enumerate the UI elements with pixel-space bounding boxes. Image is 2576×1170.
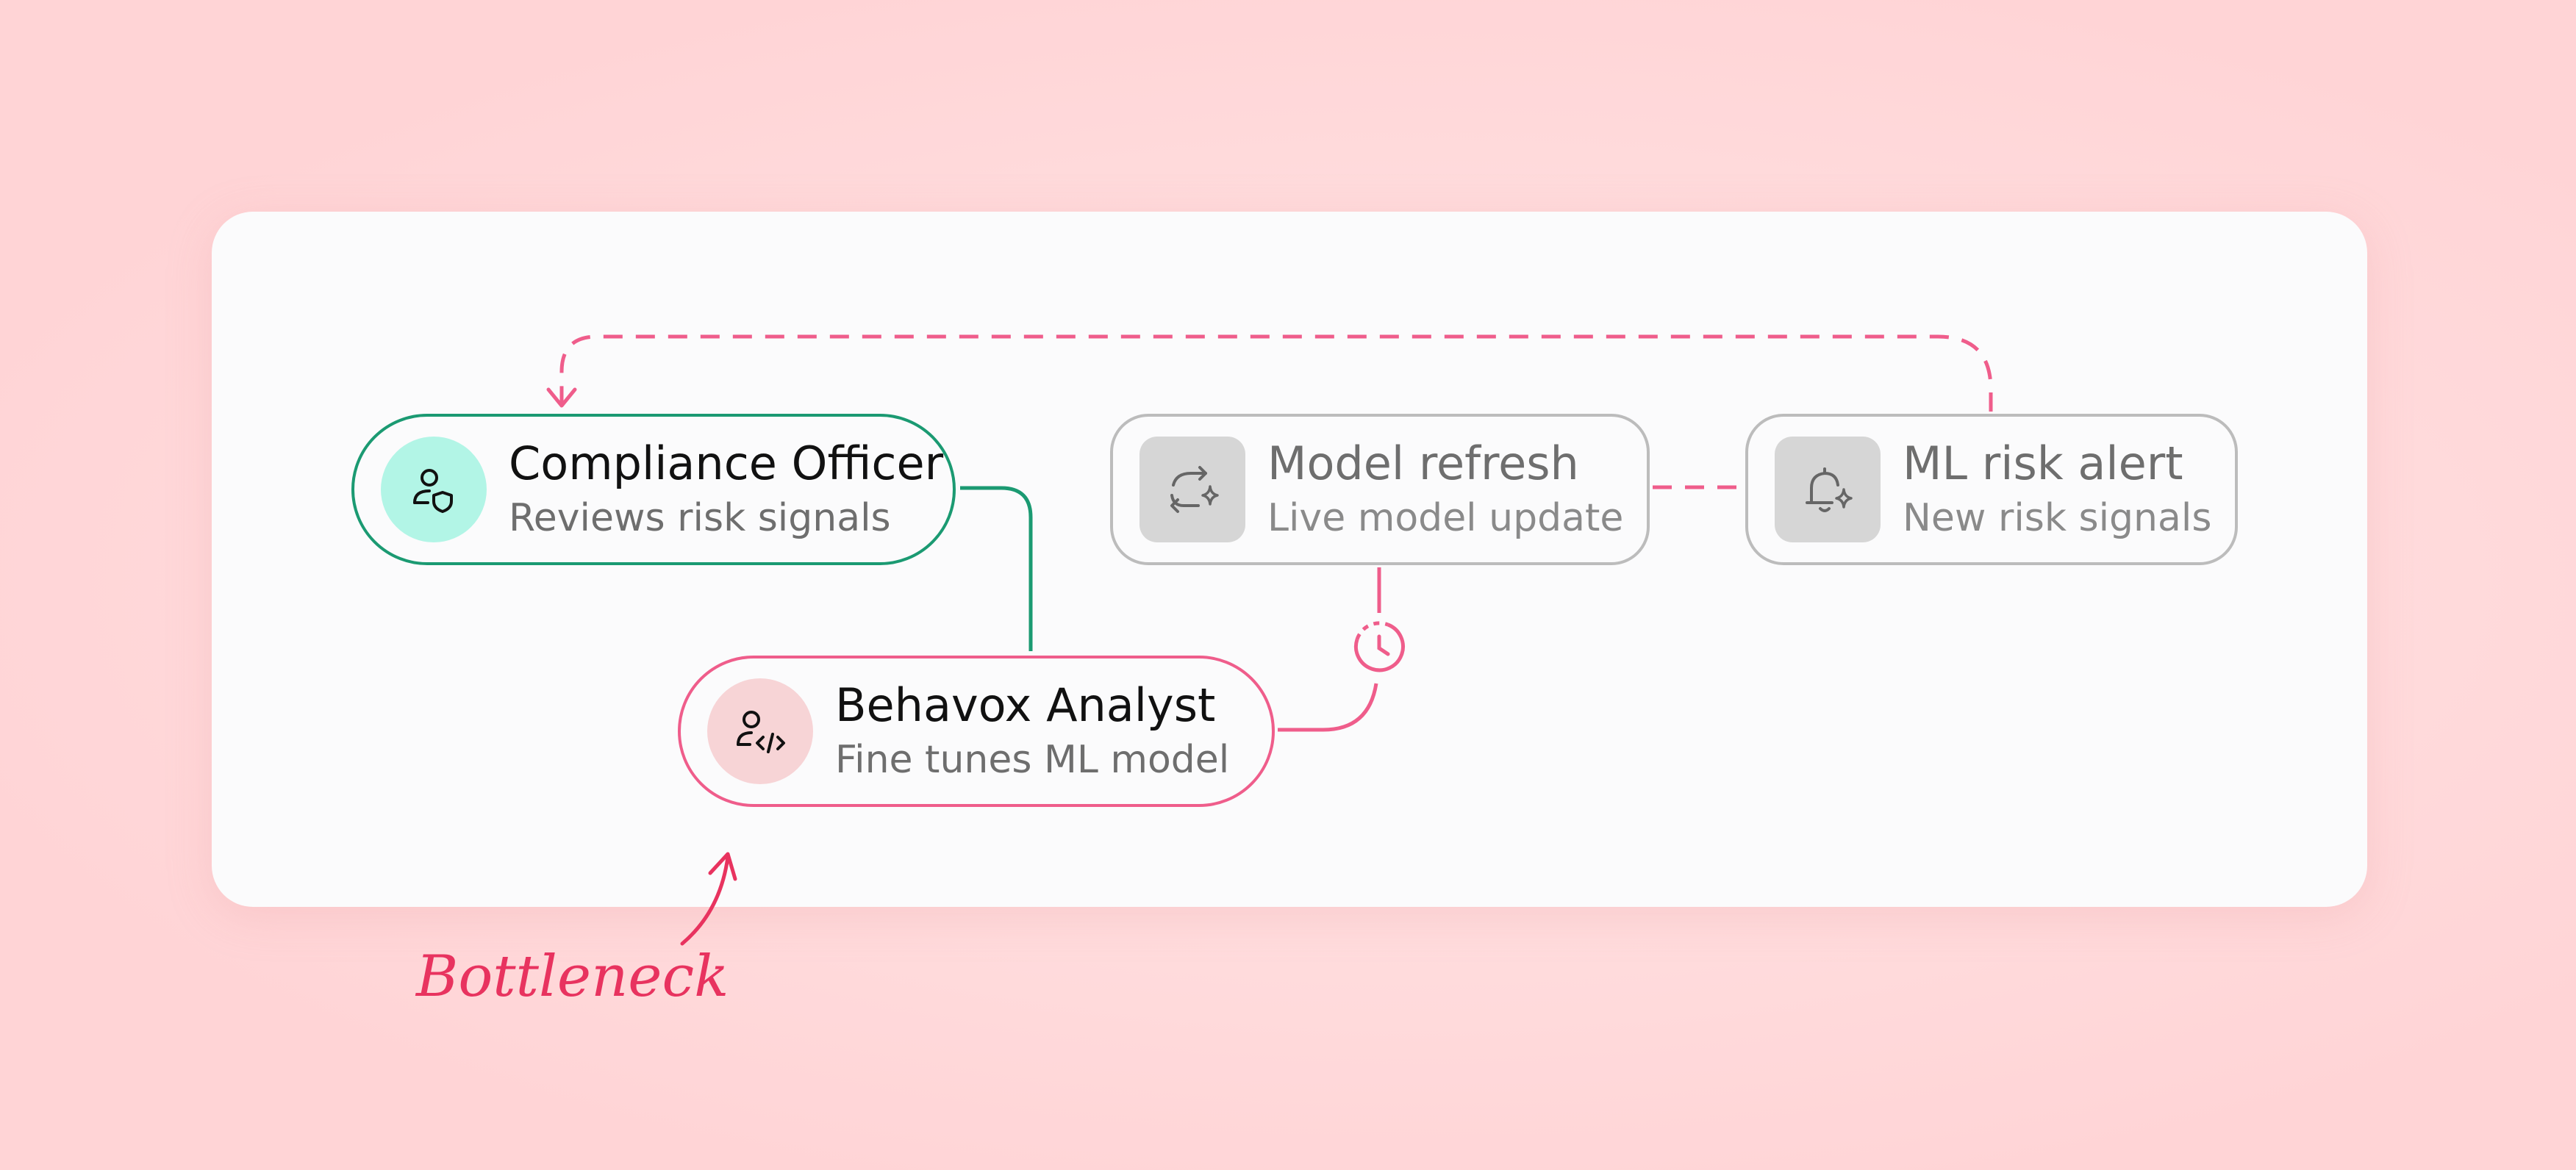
node-behavox-analyst[interactable]: Behavox Analyst Fine tunes ML model [678,656,1275,807]
node-compliance-officer[interactable]: Compliance Officer Reviews risk signals [351,414,956,565]
user-shield-icon [381,437,487,542]
node-title: Behavox Analyst [835,678,1216,732]
bell-sparkle-icon [1775,437,1881,542]
node-title: ML risk alert [1903,437,2183,490]
node-subtitle: Live model update [1267,496,1624,540]
refresh-sparkle-icon [1139,437,1245,542]
node-title: Model refresh [1267,437,1579,490]
node-subtitle: New risk signals [1903,496,2212,540]
bottleneck-annotation: Bottleneck [416,944,729,1010]
node-ml-risk-alert[interactable]: ML risk alert New risk signals [1745,414,2238,565]
node-subtitle: Reviews risk signals [509,496,891,540]
node-subtitle: Fine tunes ML model [835,738,1230,782]
user-code-icon [707,678,813,784]
node-model-refresh[interactable]: Model refresh Live model update [1110,414,1650,565]
node-title: Compliance Officer [509,437,944,490]
